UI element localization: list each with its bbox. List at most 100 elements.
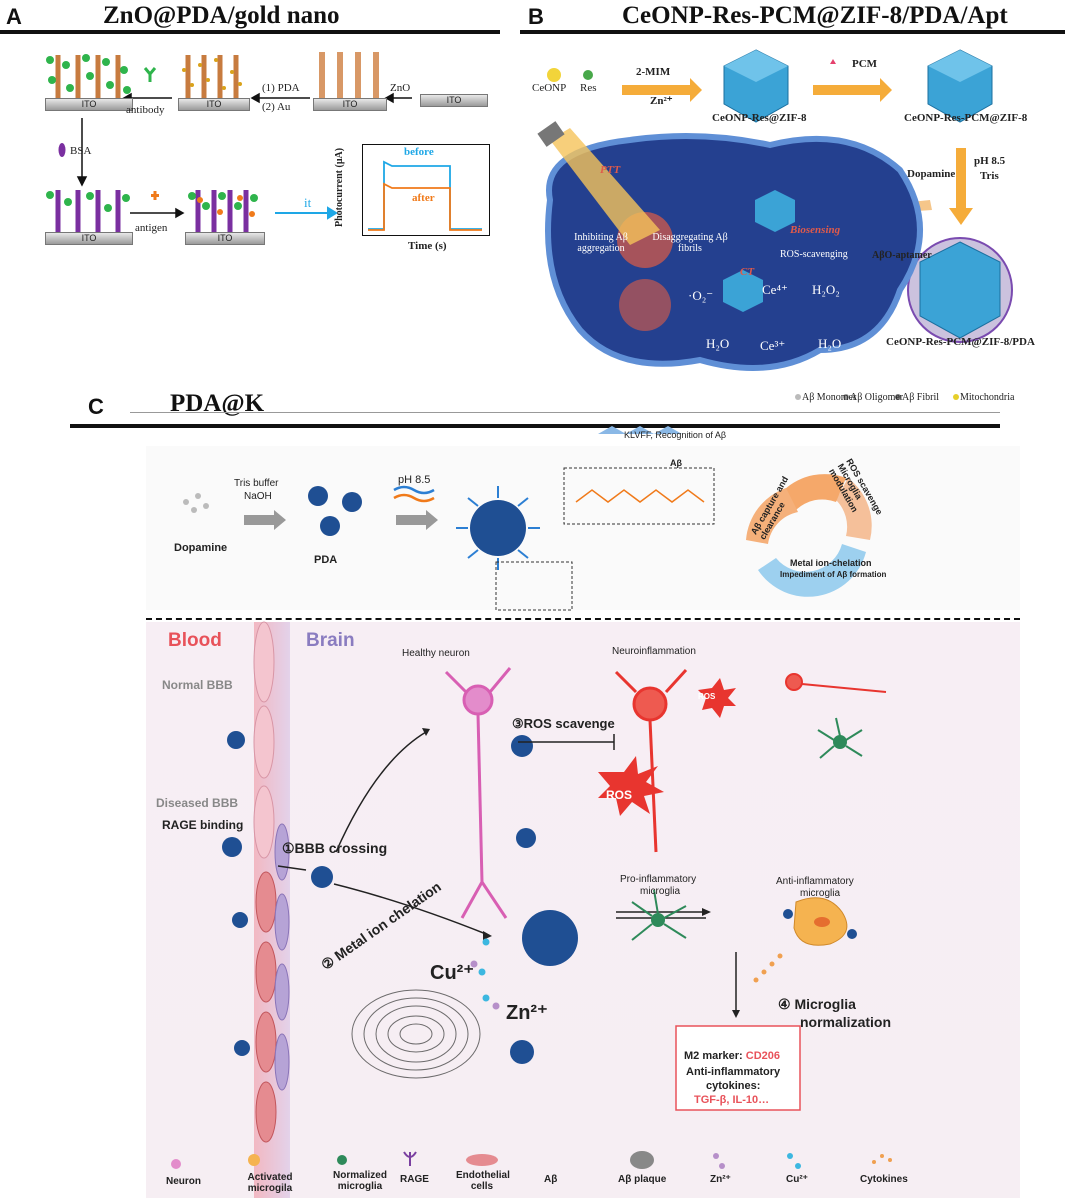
plot-label-after: after — [412, 192, 435, 204]
mechanism-schematic — [171, 667, 892, 1169]
label-au: (2) Au — [262, 101, 291, 113]
legend-b-monomer: Aβ Monomer — [802, 392, 857, 403]
legend-b-mito: Mitochondria — [960, 392, 1015, 403]
legend-cu: Cu²⁺ — [786, 1174, 808, 1185]
label-pro-2: microglia — [640, 886, 681, 897]
panel-a-rule — [0, 30, 500, 34]
label-pcm: PCM — [852, 58, 878, 70]
legend-cytokines: Cytokines — [860, 1174, 908, 1185]
panel-b-rule — [520, 30, 1065, 34]
label-ceonp-res-zif8: CeONP-Res@ZIF-8 — [712, 112, 807, 124]
label-microglia-norm-2: normalization — [800, 1014, 892, 1030]
inflamed-neuron — [614, 668, 688, 853]
label-biosensing: Biosensing — [790, 224, 841, 236]
plot-ylabel: Photocurrent (μA) — [334, 147, 346, 228]
panel-c-title: PDA@K — [170, 390, 265, 417]
pda-k-particle — [456, 486, 540, 570]
anti-inflammatory-microglia — [793, 897, 848, 946]
label-ros-scavenging: ROS-scavenging — [780, 249, 848, 260]
synthesis-schematic — [183, 426, 872, 611]
zif8-crystal-1 — [723, 49, 789, 123]
antibody-icon — [143, 67, 157, 82]
label-neuroinflammation: Neuroinflammation — [612, 646, 696, 657]
label-pda: PDA — [314, 554, 338, 566]
bsa-icon — [58, 143, 66, 157]
label-tris-buffer: Tris buffer — [234, 478, 279, 489]
panel-a-schematic — [46, 52, 412, 232]
legend-neuron: Neuron — [166, 1176, 201, 1187]
label-ros-big: ROS — [606, 788, 633, 802]
ito-substrate-6: ITO — [185, 232, 265, 245]
cycle-metal: Metal ion-chelation — [790, 558, 872, 568]
label-tgf: TGF-β, IL-10… — [694, 1094, 770, 1106]
label-rage-binding: RAGE binding — [162, 818, 244, 832]
panel-b-schematic — [537, 49, 1013, 400]
label-tris-b: Tris — [980, 170, 999, 182]
label-blood: Blood — [168, 630, 222, 651]
label-res: Res — [580, 82, 597, 94]
res-icon — [583, 70, 593, 80]
legend-plaque: Aβ plaque — [618, 1174, 667, 1185]
label-antigen: antigen — [135, 222, 168, 234]
plot-xlabel: Time (s) — [408, 240, 447, 252]
label-bbb-crossing: ①BBB crossing — [282, 840, 388, 856]
m2-prefix: M2 marker: — [684, 1050, 743, 1062]
zif8-crystal-2 — [927, 49, 993, 123]
ceonp-icon — [547, 68, 561, 82]
label-dopamine-b: Dopamine — [907, 168, 956, 180]
ito-substrate-1: ITO — [45, 98, 133, 111]
label-anti-cyt-2: cytokines: — [706, 1080, 761, 1092]
pda-coated-crystal — [907, 237, 1013, 343]
amyloid-plaque — [351, 989, 481, 1079]
label-pda: (1) PDA — [262, 82, 300, 94]
label-h2o-right: H₂O — [818, 336, 842, 351]
label-dopamine-c: Dopamine — [174, 542, 228, 554]
panel-a-title: ZnO@PDA/gold nano — [103, 2, 340, 29]
bbb-cells — [253, 621, 290, 1143]
label-ceonp: CeONP — [532, 82, 567, 94]
label-cu: Cu²⁺ — [430, 962, 474, 984]
photocurrent-plot — [362, 144, 490, 236]
label-microglia-norm-1: ④ Microglia — [778, 996, 856, 1012]
label-anti-1: Anti-inflammatory — [776, 876, 854, 887]
label-abeta-c: Aβ — [670, 458, 682, 468]
ito-antibody-electrode — [46, 54, 131, 100]
legend-b-fibril: Aβ Fibril — [902, 392, 940, 403]
ito-zno-electrode — [319, 52, 379, 100]
label-anti-cyt-1: Anti-inflammatory — [686, 1066, 781, 1078]
ito-pda-au-electrode — [185, 55, 239, 100]
panel-c-rule — [70, 424, 1000, 428]
panel-b-letter: B — [528, 4, 544, 29]
panel-c-title-line — [130, 412, 1000, 413]
label-antibody: antibody — [126, 104, 165, 116]
legend-zn: Zn²⁺ — [710, 1174, 731, 1185]
legend-rage: RAGE — [400, 1174, 429, 1185]
label-h2o-left: H₂O — [706, 336, 730, 351]
legend-activated-microglia: Activated microgila — [247, 1172, 293, 1194]
label-ce4: Ce⁴⁺ — [762, 282, 788, 297]
label-naoh: NaOH — [244, 491, 272, 502]
panel-b-title: CeONP-Res-PCM@ZIF-8/PDA/Apt — [622, 2, 1008, 29]
healthy-neuron — [444, 667, 512, 919]
legend-endothelial: Endothelial cells — [456, 1170, 510, 1192]
ito-substrate-4: ITO — [420, 94, 488, 107]
label-m2-marker: M2 marker: CD206 — [684, 1050, 780, 1062]
label-zno: ZnO — [390, 82, 411, 94]
label-inhibiting: Inhibiting Aβ aggregation — [574, 232, 628, 254]
label-ph-c: pH 8.5 — [398, 474, 431, 486]
legend-abeta: Aβ — [544, 1174, 558, 1185]
label-it: it — [304, 195, 312, 210]
label-zn-ion: Zn²⁺ — [506, 1002, 548, 1024]
synthesis-strip — [146, 446, 1020, 610]
panel-a-letter: A — [6, 4, 22, 29]
label-healthy-neuron: Healthy neuron — [402, 648, 470, 659]
label-o2: ·O₂⁻ — [688, 288, 714, 303]
label-ros-scavenge: ③ROS scavenge — [512, 716, 615, 731]
dashed-separator — [146, 618, 1020, 620]
legend-icons — [171, 1151, 892, 1169]
pcm-icon — [830, 59, 836, 64]
cd206: CD206 — [745, 1050, 781, 1062]
ito-substrate-2: ITO — [178, 98, 250, 111]
label-h2o2: H₂O₂ — [812, 282, 840, 297]
antigen-icon — [151, 191, 159, 200]
